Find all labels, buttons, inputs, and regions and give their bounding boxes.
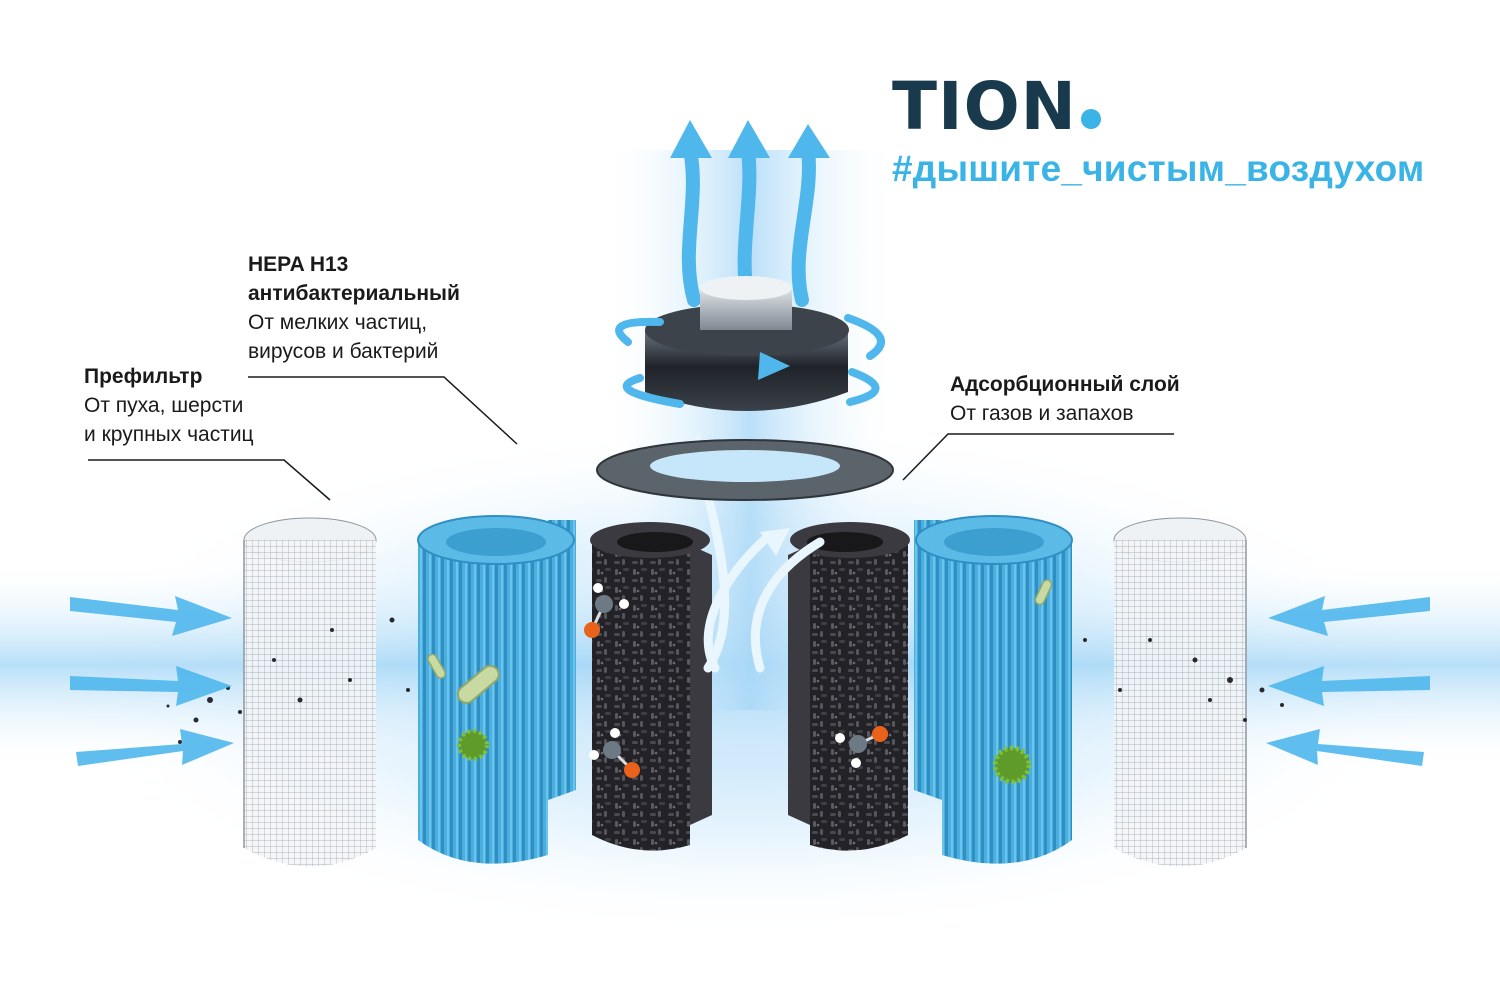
rotation-swirl (615, 314, 885, 408)
hepa-filter-right (914, 515, 1073, 864)
gas-molecule (835, 726, 888, 768)
inflow-arrows-left (70, 596, 234, 766)
leader-lines (88, 376, 1174, 501)
brand-hashtag: #дышите_чистым_воздухом (892, 148, 1425, 189)
hepa-filter-left (417, 515, 576, 864)
fan-motor (645, 276, 849, 411)
brand-block: TION #дышите_чистым_воздухом (892, 72, 1424, 190)
hepa-desc-2: вирусов и бактерий (248, 340, 439, 363)
gas-molecule (589, 728, 640, 778)
gas-molecule (584, 583, 629, 638)
dust-particles (166, 617, 1284, 744)
adsorption-title: Адсорбционный слой (950, 373, 1180, 396)
tion-logo: TION (892, 72, 1424, 142)
carbon-filter-right (788, 522, 910, 851)
prefilter-desc-1: От пуха, шерсти (84, 394, 244, 417)
hepa-subtitle: антибактериальный (248, 282, 460, 305)
adsorption-desc: От газов и запахов (950, 402, 1134, 425)
sealing-ring (596, 439, 894, 501)
logo-dot (1080, 109, 1101, 129)
hepa-desc-1: От мелких частиц, (248, 311, 428, 334)
carbon-filter-left (590, 522, 712, 851)
logo-text: TION (892, 68, 1077, 145)
prefilter-left (243, 517, 377, 867)
prefilter-title: Префильтр (84, 365, 203, 388)
prefilter-desc-2: и крупных частиц (84, 423, 254, 446)
hepa-title: HEPA H13 (248, 253, 349, 276)
label-adsorption: Адсорбционный слой От газов и запахов (950, 370, 1180, 428)
bacteria (427, 579, 1053, 704)
label-prefilter: Префильтр От пуха, шерсти и крупных част… (84, 362, 254, 449)
label-hepa: HEPA H13 антибактериальный От мелких час… (248, 250, 460, 366)
rotation-swirl-head (758, 352, 790, 380)
inflow-arrows-right (1266, 596, 1430, 766)
virus (457, 729, 1032, 785)
prefilter-right (1113, 517, 1247, 867)
